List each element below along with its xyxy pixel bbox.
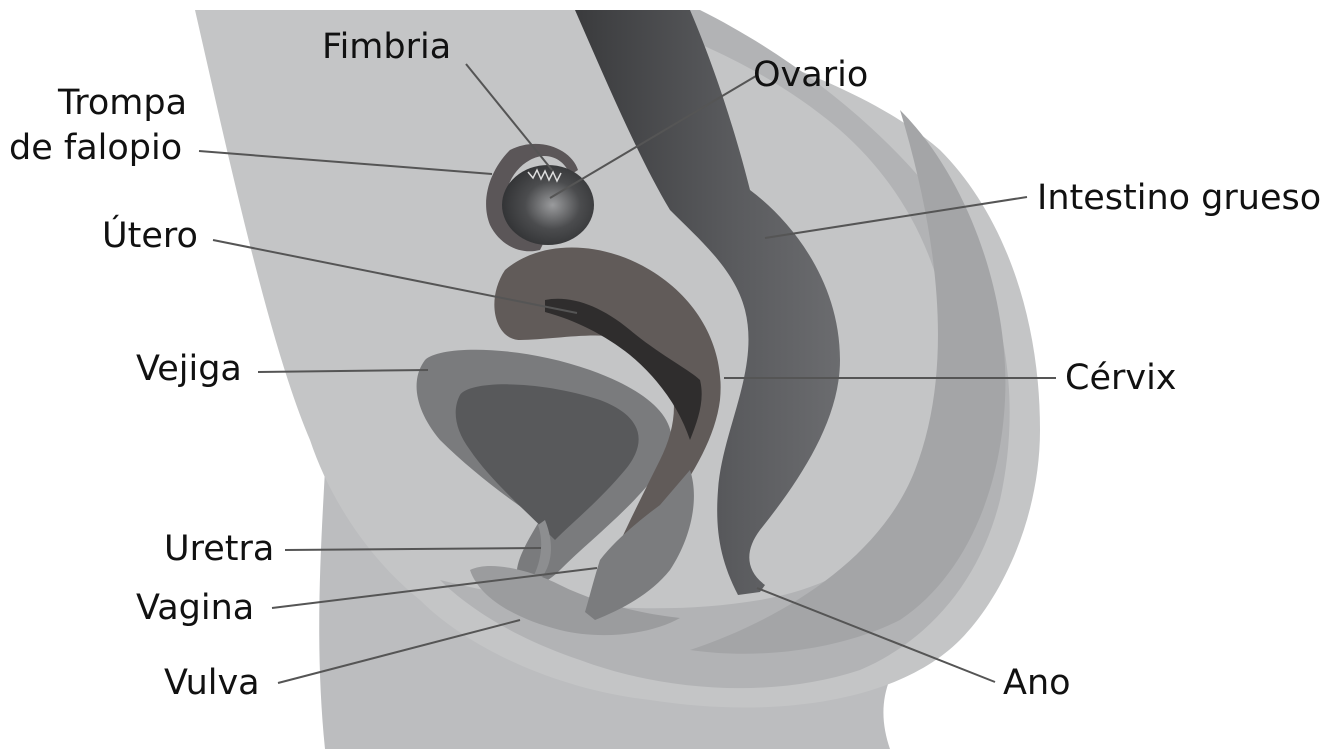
label-cervix: Cérvix	[1065, 358, 1177, 398]
label-ovario: Ovario	[753, 55, 868, 95]
label-intestino: Intestino grueso	[1037, 178, 1321, 218]
label-fimbria: Fimbria	[322, 27, 451, 67]
label-trompa-line2: de falopio	[9, 128, 182, 168]
label-ano: Ano	[1003, 663, 1071, 703]
label-trompa-line1: Trompa	[57, 83, 187, 123]
label-vulva: Vulva	[164, 663, 260, 703]
label-vagina: Vagina	[136, 588, 254, 628]
label-uretra: Uretra	[164, 529, 274, 569]
label-vejiga: Vejiga	[136, 349, 242, 389]
label-utero: Útero	[102, 214, 198, 256]
